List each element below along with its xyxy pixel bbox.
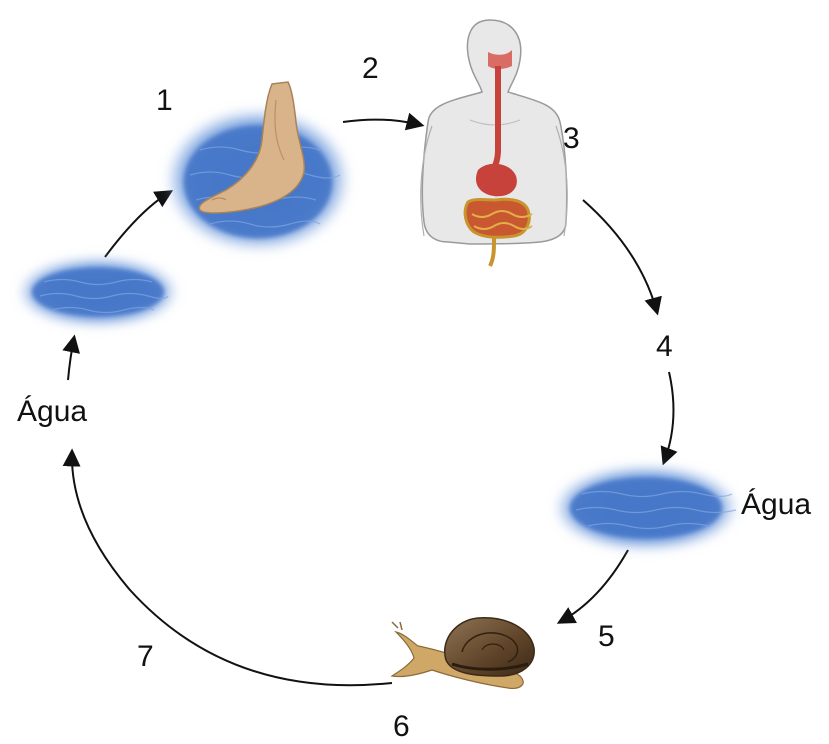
step-label-4: 4 [656,332,673,362]
human-digestive-system-icon [421,20,568,266]
cycle-arrows [68,120,673,686]
water-pool-icon [558,468,736,548]
step-label-5: 5 [598,622,615,652]
step-label-1: 1 [156,86,173,116]
step-label-2: 2 [362,54,379,84]
step-label-6: 6 [393,712,410,742]
snail-icon [392,618,534,689]
arrow-1-to-2 [343,120,421,125]
arrow-6-to-7 [72,452,392,685]
foot-in-water-icon [170,82,346,248]
arrow-water-to-1 [105,192,170,257]
arrow-water-to-5 [560,550,628,622]
step-label-3: 3 [563,124,580,154]
water-label-right: Água [741,490,811,520]
step-label-7: 7 [137,642,154,672]
arrow-4-to-water [664,372,673,462]
arrow-agua-up [68,338,74,380]
water-label-left: Água [17,397,87,427]
arrow-3-to-4 [583,200,657,312]
water-pool-icon [22,260,174,324]
